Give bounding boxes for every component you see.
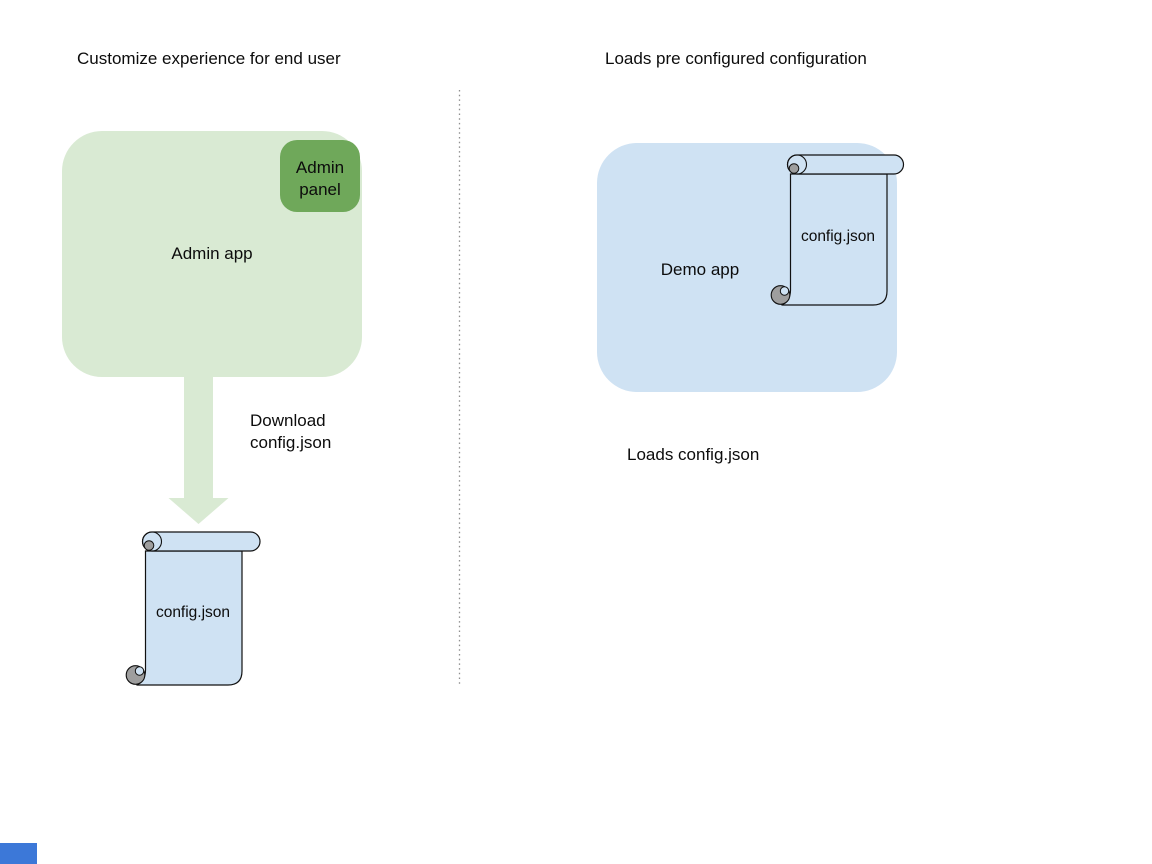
demo-app-label: Demo app	[660, 260, 740, 279]
scroll-top-curl	[786, 154, 808, 175]
scroll-document-icon	[770, 154, 905, 306]
scroll-bottom-curl-highlight	[779, 286, 790, 296]
loads-config-caption: Loads config.json	[627, 445, 760, 464]
scroll-top-curl	[141, 531, 163, 552]
admin-panel-label-line2: panel	[299, 180, 341, 199]
scroll-top-roll	[786, 154, 905, 175]
admin-app-label: Admin app	[171, 244, 253, 263]
admin-panel-label: Admin panel	[296, 157, 344, 201]
scroll-document-icon	[125, 531, 261, 686]
admin-panel-box	[280, 140, 360, 212]
download-caption: Download config.json	[250, 410, 331, 454]
config-file-label-right: config.json	[800, 228, 876, 245]
scroll-top-curl-shade	[788, 163, 800, 174]
admin-panel-label-line1: Admin	[295, 158, 345, 177]
scroll-top-roll	[141, 531, 261, 552]
download-caption-line1: Download	[250, 411, 326, 430]
bottom-left-blue-fragment	[0, 843, 37, 864]
download-caption-line2: config.json	[250, 433, 332, 452]
down-arrow-icon	[168, 377, 229, 524]
left-section-title: Customize experience for end user	[77, 49, 341, 68]
scroll-bottom-curl-highlight	[134, 666, 145, 676]
config-file-label-left: config.json	[155, 604, 231, 621]
right-section-title: Loads pre configured configuration	[605, 49, 867, 68]
scroll-top-curl-shade	[143, 540, 155, 551]
